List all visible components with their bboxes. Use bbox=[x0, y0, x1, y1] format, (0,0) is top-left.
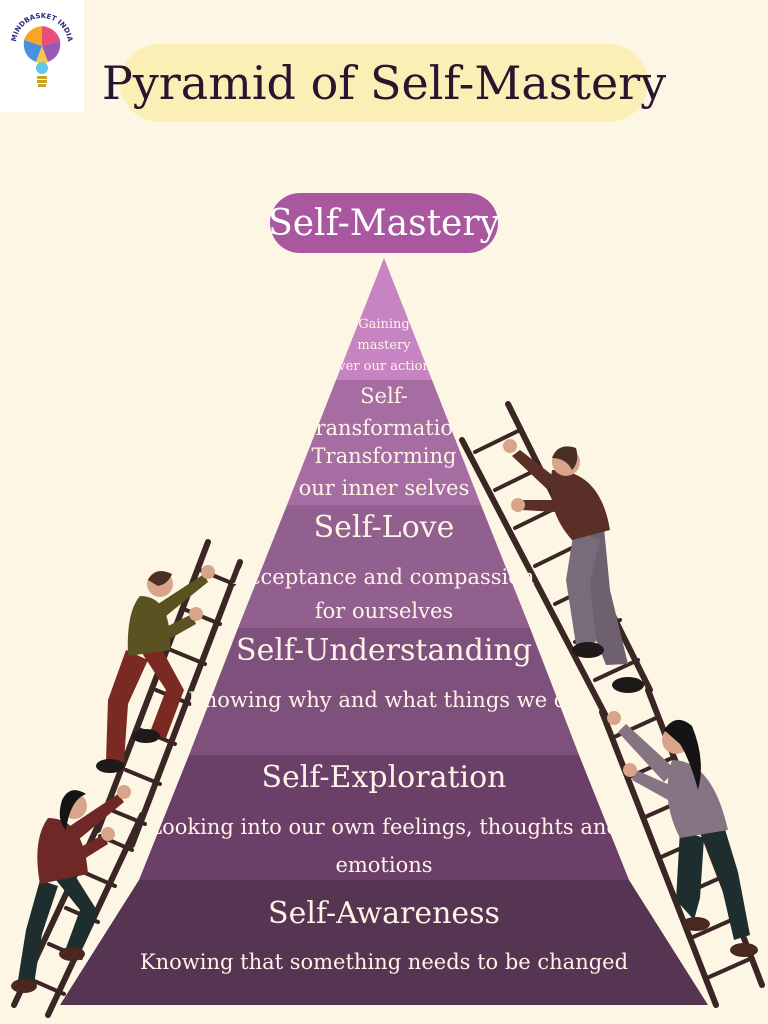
tier-exploration-desc-line: Looking into our own feelings, thoughts … bbox=[148, 815, 620, 839]
title-banner: Pyramid of Self-Mastery bbox=[102, 44, 666, 122]
climber-woman-left bbox=[11, 785, 131, 993]
tier-understanding-desc: Knowing why and what things we do bbox=[188, 688, 580, 712]
page-title: Pyramid of Self-Mastery bbox=[101, 56, 667, 110]
tier-love-desc-line: Acceptance and compassion bbox=[233, 565, 535, 589]
tier-mastery-desc: Gaining mastery over our actions bbox=[0, 314, 768, 377]
tier-transformation-desc: Transforming our inner selves bbox=[0, 440, 768, 504]
tier-love-title: Self-Love bbox=[313, 510, 455, 545]
climber-woman-right bbox=[607, 711, 758, 957]
pyramid-tier-awareness bbox=[60, 880, 708, 1005]
tier-love-desc-line: for ourselves bbox=[314, 599, 454, 623]
pyramid-tier-love bbox=[238, 505, 530, 628]
tier-exploration-desc: Looking into our own feelings, thoughts … bbox=[0, 808, 768, 884]
tier-love-desc: Acceptance and compassion for ourselves bbox=[0, 560, 768, 628]
mindbasket-logo: MINDBASKET INDIA bbox=[0, 0, 84, 112]
tier-mastery-desc-line: over our actions bbox=[330, 359, 438, 374]
pyramid-tier-mastery bbox=[336, 258, 432, 380]
tier-transformation-title-line: Self- bbox=[360, 384, 408, 408]
lightbulb-logo-icon: MINDBASKET INDIA bbox=[10, 12, 74, 87]
climber-man-left bbox=[96, 565, 215, 773]
tier-awareness-desc: Knowing that something needs to be chang… bbox=[139, 950, 629, 974]
tier-mastery-desc-line: Gaining bbox=[358, 317, 410, 332]
apex-label: Self-Mastery bbox=[268, 202, 500, 244]
tier-transformation-title: Self- Transformation bbox=[0, 380, 768, 444]
tier-exploration-desc-line: emotions bbox=[335, 853, 433, 877]
tier-transformation-title-line: Transformation bbox=[301, 416, 467, 440]
tier-mastery-desc-line: mastery bbox=[357, 338, 411, 353]
apex-banner: Self-Mastery bbox=[268, 193, 500, 253]
tier-transformation-desc-line: our inner selves bbox=[298, 476, 470, 500]
tier-exploration-title: Self-Exploration bbox=[261, 760, 507, 795]
tier-awareness-title: Self-Awareness bbox=[268, 896, 500, 931]
tier-transformation-desc-line: Transforming bbox=[311, 444, 457, 468]
pyramid-tier-understanding bbox=[189, 628, 579, 755]
pyramid-tier-exploration bbox=[139, 755, 629, 880]
pyramid-tier-transformation bbox=[287, 380, 481, 505]
climber-man-right bbox=[503, 439, 644, 693]
tier-understanding-title: Self-Understanding bbox=[236, 633, 532, 668]
